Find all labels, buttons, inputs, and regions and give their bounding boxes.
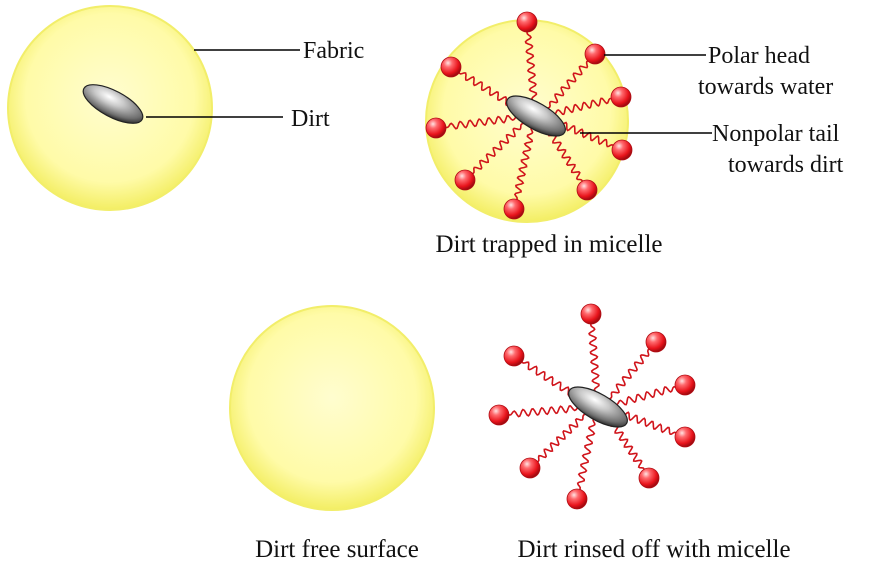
polar-head xyxy=(611,139,633,161)
caption-dirt-trapped: Dirt trapped in micelle xyxy=(435,231,662,258)
nonpolar-tail xyxy=(470,122,525,176)
nonpolar-tail xyxy=(608,347,652,401)
polar-head xyxy=(674,374,696,396)
dirt-particle xyxy=(568,386,628,428)
nonpolar-tail xyxy=(551,97,614,116)
polar-head xyxy=(610,86,632,108)
micelle xyxy=(488,303,696,510)
nonpolar-tail xyxy=(613,385,678,406)
nonpolar-tail xyxy=(535,413,587,464)
fabric-circle xyxy=(229,305,435,511)
polar-head xyxy=(566,488,588,510)
polar-head xyxy=(516,11,538,33)
polar-head xyxy=(488,404,510,426)
tails xyxy=(506,321,678,492)
polar-head xyxy=(503,198,525,220)
nonpolar-tail xyxy=(443,114,521,130)
panel-dirt-rinsed: Dirt rinsed off with micelle xyxy=(488,303,791,563)
nonpolar-tail-label-line1: Nonpolar tail xyxy=(712,121,840,147)
dirt-particle xyxy=(506,95,566,137)
polar-head xyxy=(580,303,602,325)
polar-head xyxy=(519,457,541,479)
polar-head xyxy=(454,169,476,191)
nonpolar-tail xyxy=(588,321,600,398)
nonpolar-tail-label-line2: towards dirt xyxy=(728,152,844,178)
polar-head xyxy=(674,426,696,448)
polar-head-label-line2: towards water xyxy=(698,74,833,100)
polar-head-label-line1: Polar head xyxy=(708,43,810,69)
polar-head xyxy=(425,117,447,139)
panel-dirt-trapped: Polar head towards water Nonpolar tail t… xyxy=(425,11,844,258)
caption-dirt-rinsed: Dirt rinsed off with micelle xyxy=(517,536,790,563)
fabric-label: Fabric xyxy=(303,38,364,64)
caption-dirt-free-surface: Dirt free surface xyxy=(255,536,419,563)
dirt-particle xyxy=(82,84,144,124)
heads xyxy=(425,11,633,220)
heads xyxy=(488,303,696,510)
polar-head xyxy=(638,467,660,489)
polar-head xyxy=(645,331,667,353)
polar-head xyxy=(584,43,606,65)
panel-fabric-with-dirt: Fabric Dirt xyxy=(7,5,364,211)
polar-head xyxy=(503,345,525,367)
nonpolar-tail xyxy=(506,405,583,418)
dirt-label: Dirt xyxy=(291,106,330,132)
nonpolar-tail xyxy=(513,125,534,202)
polar-head xyxy=(576,179,598,201)
nonpolar-tail xyxy=(524,29,538,107)
nonpolar-tail xyxy=(546,59,591,110)
polar-head xyxy=(440,56,462,78)
panel-dirt-free-surface: Dirt free surface xyxy=(229,305,435,563)
nonpolar-tail xyxy=(576,416,596,492)
